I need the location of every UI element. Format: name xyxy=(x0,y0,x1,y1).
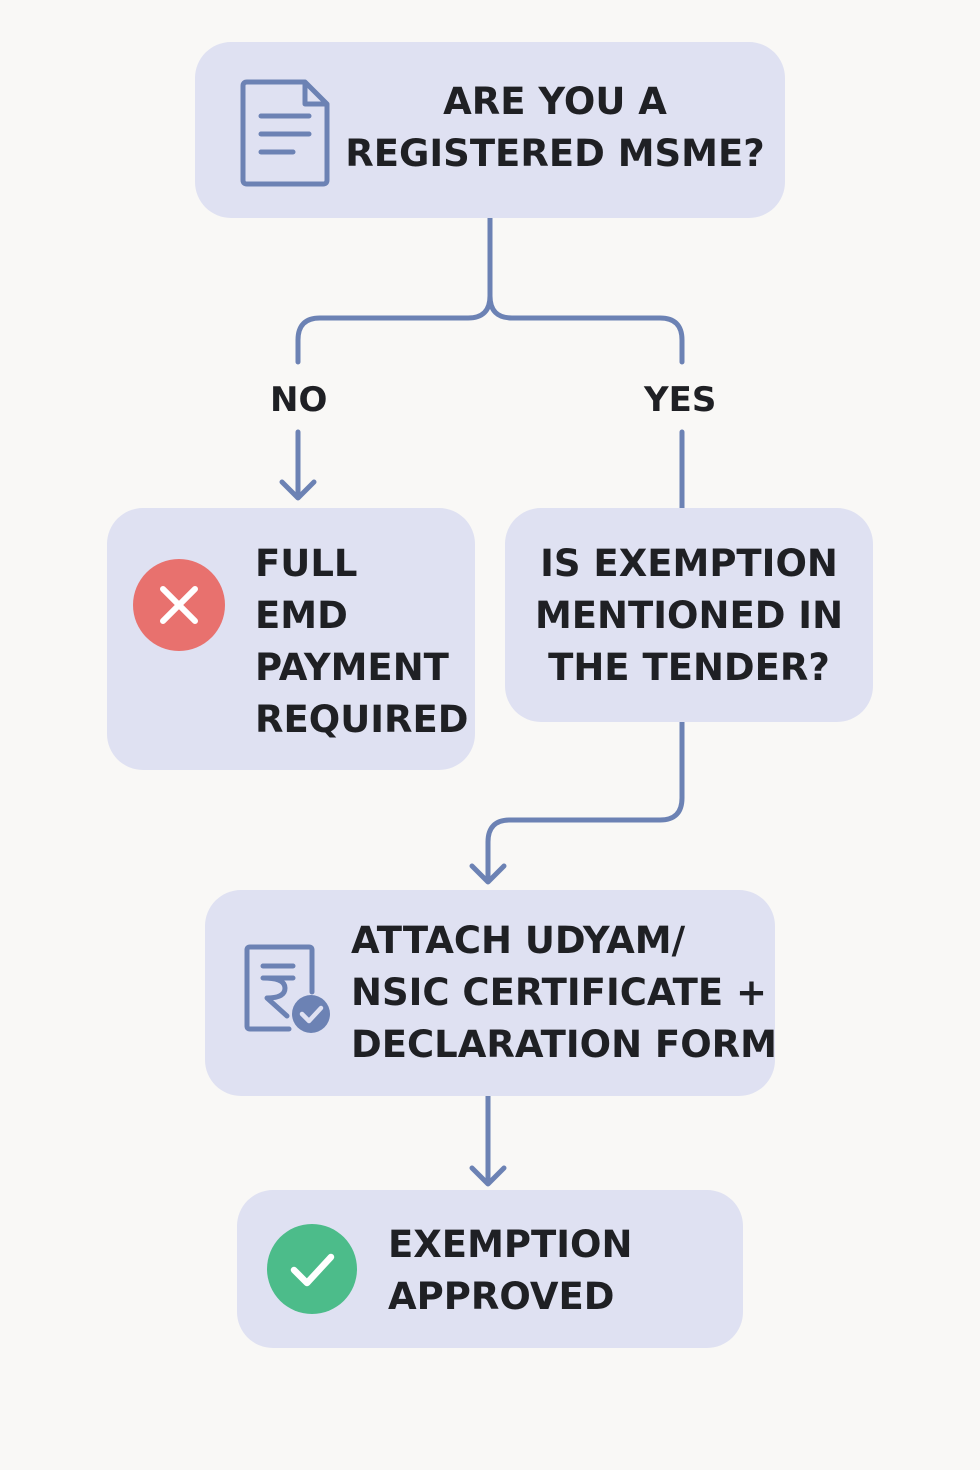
full-emd-text: FULL EMD PAYMENT REQUIRED xyxy=(255,542,469,741)
check-circle-icon xyxy=(267,1224,357,1314)
document-icon xyxy=(240,79,330,187)
branch-label-yes: YES xyxy=(644,380,717,420)
connector-split-yes xyxy=(487,293,685,365)
node-exemption-question: IS EXEMPTION MENTIONED IN THE TENDER? xyxy=(505,508,873,722)
arrowhead-no xyxy=(279,479,317,501)
attach-certificate-text: ATTACH UDYAM/ NSIC CERTIFICATE + DECLARA… xyxy=(351,919,777,1066)
exemption-approved-text: EXEMPTION APPROVED xyxy=(388,1223,633,1318)
connector-split xyxy=(295,215,493,365)
node-exemption-approved: EXEMPTION APPROVED xyxy=(237,1190,743,1348)
exemption-question-text: IS EXEMPTION MENTIONED IN THE TENDER? xyxy=(534,542,844,689)
msme-question-text: ARE YOU A REGISTERED MSME? xyxy=(345,80,765,175)
x-circle-icon xyxy=(133,559,225,651)
arrowhead-attach xyxy=(469,863,507,885)
node-attach-certificate: ATTACH UDYAM/ NSIC CERTIFICATE + DECLARA… xyxy=(205,890,777,1096)
node-msme-question: ARE YOU A REGISTERED MSME? xyxy=(195,42,785,218)
node-full-emd: FULL EMD PAYMENT REQUIRED xyxy=(107,508,475,770)
branch-label-no: NO xyxy=(270,380,328,420)
connector-exemption-to-attach xyxy=(485,719,685,883)
arrowhead-approved xyxy=(469,1165,507,1187)
rupee-certificate-check-icon xyxy=(244,944,330,1033)
